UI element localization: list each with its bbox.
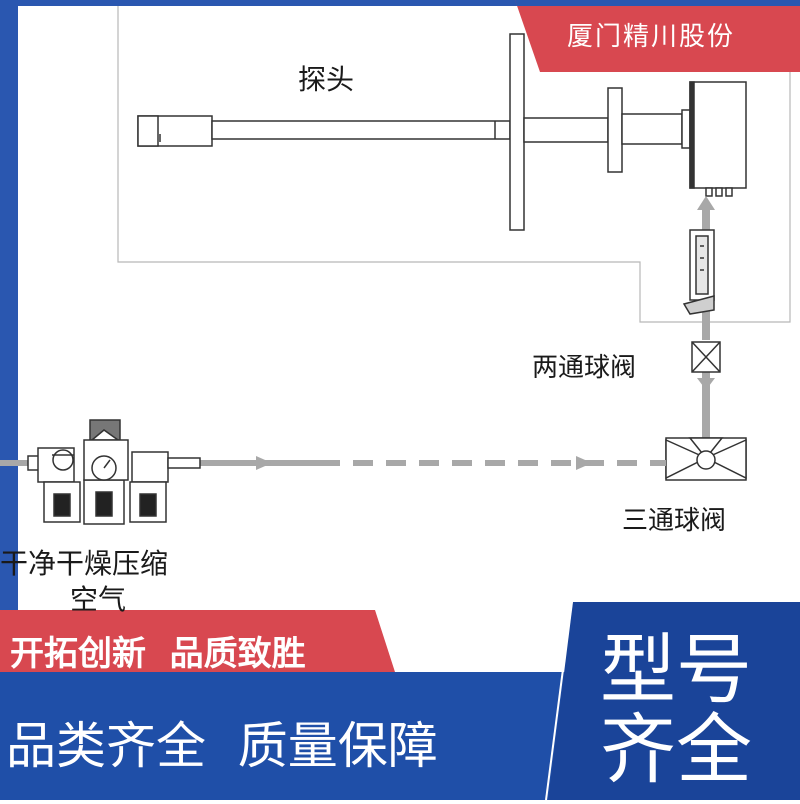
air-source-label-line1: 干净干燥压缩 (0, 547, 169, 580)
air-filter-regulator-icon (27, 419, 201, 525)
slogan-text: 开拓创新 品质致胜 (10, 634, 306, 674)
probe-enclosure-outline (117, 6, 791, 323)
models-text-line1: 型号 (600, 625, 752, 714)
three-way-valve-icon (665, 437, 747, 481)
top-border (0, 0, 800, 6)
models-box (548, 602, 800, 800)
air-source-label-line2: 空气 (70, 583, 127, 616)
three-way-valve-label: 三通球阀 (622, 506, 727, 536)
slogan-strip (0, 610, 395, 672)
models-text-line2: 齐全 (600, 705, 752, 794)
two-way-valve-icon (691, 341, 721, 373)
vertical-pipe (697, 196, 715, 438)
features-text: 品类齐全 质量保障 (6, 717, 438, 775)
left-border (0, 0, 18, 640)
air-supply-line (0, 456, 666, 470)
flowmeter-icon (682, 229, 715, 315)
brand-name: 厦门精川股份 (567, 22, 736, 52)
probe-label: 探头 (298, 63, 355, 96)
two-way-valve-label: 两通球阀 (532, 353, 637, 383)
brand-tab (515, 0, 800, 72)
probe-icon (137, 33, 747, 231)
